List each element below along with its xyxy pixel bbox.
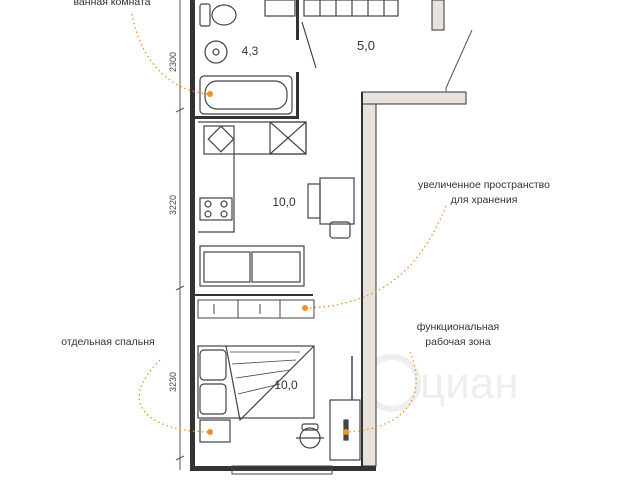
- dot-bathroom: [207, 91, 213, 97]
- annotation-work-line2: рабочая зона: [425, 336, 491, 348]
- dimension-2300: 2300: [168, 52, 178, 72]
- callout-bedroom: [138, 359, 211, 433]
- sofa: [199, 245, 305, 287]
- dot-storage: [302, 305, 308, 311]
- area-kitchen-living: 10,0: [272, 195, 296, 209]
- dot-bedroom: [207, 429, 213, 435]
- area-bedroom: 10,0: [274, 378, 298, 392]
- annotation-bathroom: ванная комната: [73, 0, 150, 8]
- storage-shelf: [197, 299, 315, 319]
- callout-lines: [131, 13, 447, 433]
- callout-work: [345, 351, 417, 433]
- entrance-door: [445, 29, 473, 92]
- callout-bathroom: [131, 13, 211, 95]
- callout-dots: [207, 91, 349, 435]
- dining-table: [307, 177, 355, 239]
- bathroom-fixtures: [199, 0, 296, 115]
- watermark-text: циан: [420, 359, 519, 408]
- walls: [190, 0, 376, 471]
- annotation-bedroom: отдельная спальня: [61, 336, 154, 348]
- kitchen-counter: [198, 121, 307, 233]
- work-desk: [296, 399, 361, 461]
- dimension-line: [175, 0, 185, 470]
- hall-wardrobe: [301, 0, 399, 69]
- annotation-storage-line1: увеличенное пространство: [418, 179, 550, 191]
- area-hall: 5,0: [357, 38, 375, 53]
- area-bathroom: 4,3: [242, 44, 259, 58]
- annotation-work-line1: функциональная: [417, 321, 499, 333]
- bed: [197, 345, 315, 443]
- right-wall: [361, 0, 467, 467]
- window-bottom: [231, 465, 333, 475]
- dot-work: [343, 429, 349, 435]
- watermark: циан: [363, 354, 519, 412]
- annotation-storage-line2: для хранения: [451, 194, 518, 206]
- dimension-3220: 3220: [168, 195, 178, 215]
- dimension-3230: 3230: [168, 372, 178, 392]
